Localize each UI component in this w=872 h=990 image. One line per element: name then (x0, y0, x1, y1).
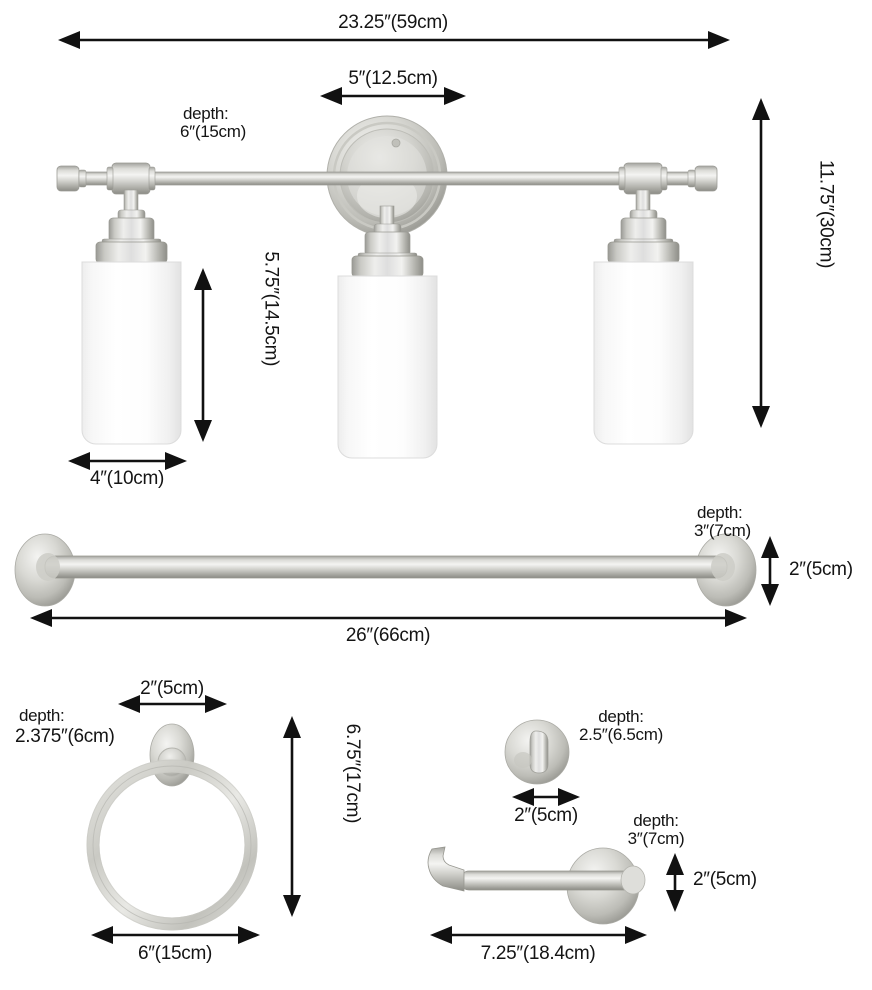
label-tp-height: 2″(5cm) (693, 869, 757, 890)
label-light-overall-width: 23.25″(59cm) (338, 12, 448, 33)
label-bar-height: 2″(5cm) (789, 559, 853, 580)
label-ring-height: 6.75″(17cm) (341, 723, 363, 824)
arrow-tp-height (666, 853, 684, 912)
label-tp-depth-value: 3″(7cm) (627, 829, 685, 848)
robe-hook-illustration (504, 719, 570, 785)
arrow-hook-width (512, 788, 580, 806)
arrow-light-shade-height (194, 268, 212, 442)
arrow-light-overall-width (58, 31, 730, 49)
label-bar-depth-title: depth: (697, 503, 743, 522)
label-ring-depth-value: 2.375″(6cm) (15, 726, 115, 747)
label-light-backplate-width: 5″(12.5cm) (348, 68, 438, 89)
label-ring-flange-width: 2″(5cm) (140, 678, 204, 699)
label-tp-width: 7.25″(18.4cm) (480, 943, 596, 964)
toilet-paper-holder-illustration (427, 846, 646, 925)
arrow-ring-flange-width (118, 695, 227, 713)
light-crossbar (56, 162, 718, 195)
label-bar-width: 26″(66cm) (345, 625, 431, 646)
arrow-ring-height (283, 716, 301, 917)
arrow-ring-width (91, 926, 260, 944)
label-hook-depth-value: 2.5″(6.5cm) (579, 725, 663, 744)
light-lamp-center (337, 205, 438, 459)
label-light-overall-height: 11.75″(30cm) (815, 159, 837, 269)
towel-bar-illustration (14, 533, 757, 607)
arrow-tp-width (430, 926, 647, 944)
label-light-shade-width: 4″(10cm) (89, 468, 165, 489)
label-light-depth-title: depth: (183, 104, 229, 123)
label-tp-depth-title: depth: (633, 811, 679, 830)
arrow-bar-width (30, 609, 747, 627)
label-hook-depth-title: depth: (598, 707, 644, 726)
label-bar-depth-value: 3″(7cm) (694, 521, 751, 540)
label-ring-depth-title: depth: (19, 706, 65, 725)
label-light-depth-value: 6″(15cm) (180, 122, 246, 141)
label-hook-width: 2″(5cm) (514, 805, 578, 826)
arrow-light-shade-width (68, 452, 187, 470)
label-light-shade-height: 5.75″(14.5cm) (260, 251, 282, 367)
light-lamp-left (81, 189, 182, 445)
vanity-light-illustration (56, 115, 718, 459)
arrow-light-backplate-width (320, 87, 466, 105)
arrow-bar-height (761, 536, 779, 606)
light-lamp-right (593, 189, 694, 445)
label-ring-width: 6″(15cm) (137, 943, 213, 964)
arrow-light-overall-height (752, 98, 770, 428)
towel-ring-illustration (86, 723, 258, 931)
